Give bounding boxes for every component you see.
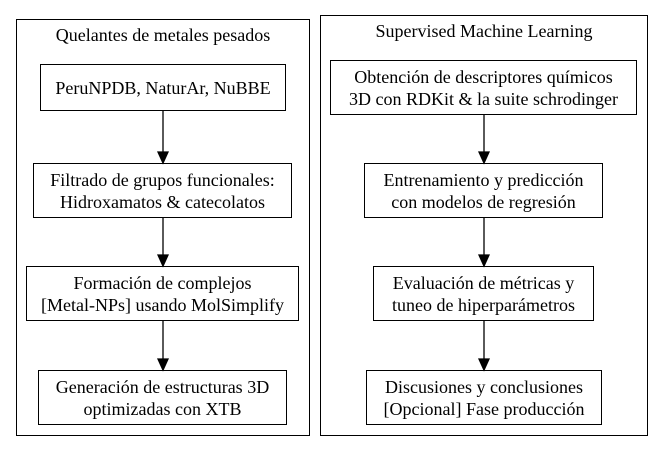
node-descriptores-line-2: 3D con RDKit & la suite schrodinger — [349, 88, 618, 109]
node-databases-line-1: PeruNPDB, NaturAr, NuBBE — [55, 77, 271, 98]
cluster-supervised-ml: Supervised Machine Learning — [320, 15, 648, 436]
node-generacion-line-2: optimizadas con XTB — [83, 398, 242, 419]
node-evaluacion-line-1: Evaluación de métricas y — [392, 272, 575, 293]
node-filtrado-line-2: Hidroxamatos & catecolatos — [60, 191, 265, 212]
node-formacion-line-2: [Metal-NPs] usando MolSimplify — [41, 294, 284, 315]
node-discusiones-line-2: [Opcional] Fase producción — [383, 398, 585, 419]
node-entrenamiento-line-1: Entrenamiento y predicción — [383, 169, 584, 190]
node-entrenamiento: Entrenamiento y predicción con modelos d… — [364, 163, 603, 218]
node-generacion: Generación de estructuras 3D optimizadas… — [38, 370, 287, 425]
node-evaluacion-line-2: tuneo de hiperparámetros — [392, 294, 575, 315]
cluster-title-quelantes: Quelantes de metales pesados — [55, 25, 271, 45]
node-formacion-line-1: Formación de complejos — [73, 272, 252, 293]
node-descriptores-line-1: Obtención de descriptores químicos — [354, 66, 613, 87]
node-discusiones: Discusiones y conclusiones [Opcional] Fa… — [366, 370, 602, 425]
cluster-quelantes: Quelantes de metales pesados — [16, 19, 310, 436]
node-filtrado-line-1: Filtrado de grupos funcionales: — [50, 169, 275, 190]
node-descriptores: Obtención de descriptores químicos 3D co… — [330, 60, 637, 115]
node-evaluacion: Evaluación de métricas y tuneo de hiperp… — [373, 266, 594, 321]
node-filtrado: Filtrado de grupos funcionales: Hidroxam… — [33, 163, 292, 218]
node-formacion: Formación de complejos [Metal-NPs] usand… — [26, 266, 299, 321]
node-discusiones-line-1: Discusiones y conclusiones — [385, 376, 583, 397]
node-generacion-line-1: Generación de estructuras 3D — [55, 376, 270, 397]
node-databases: PeruNPDB, NaturAr, NuBBE — [40, 64, 286, 111]
node-entrenamiento-line-2: con modelos de regresión — [391, 191, 576, 212]
cluster-title-supervised-ml: Supervised Machine Learning — [375, 21, 593, 41]
